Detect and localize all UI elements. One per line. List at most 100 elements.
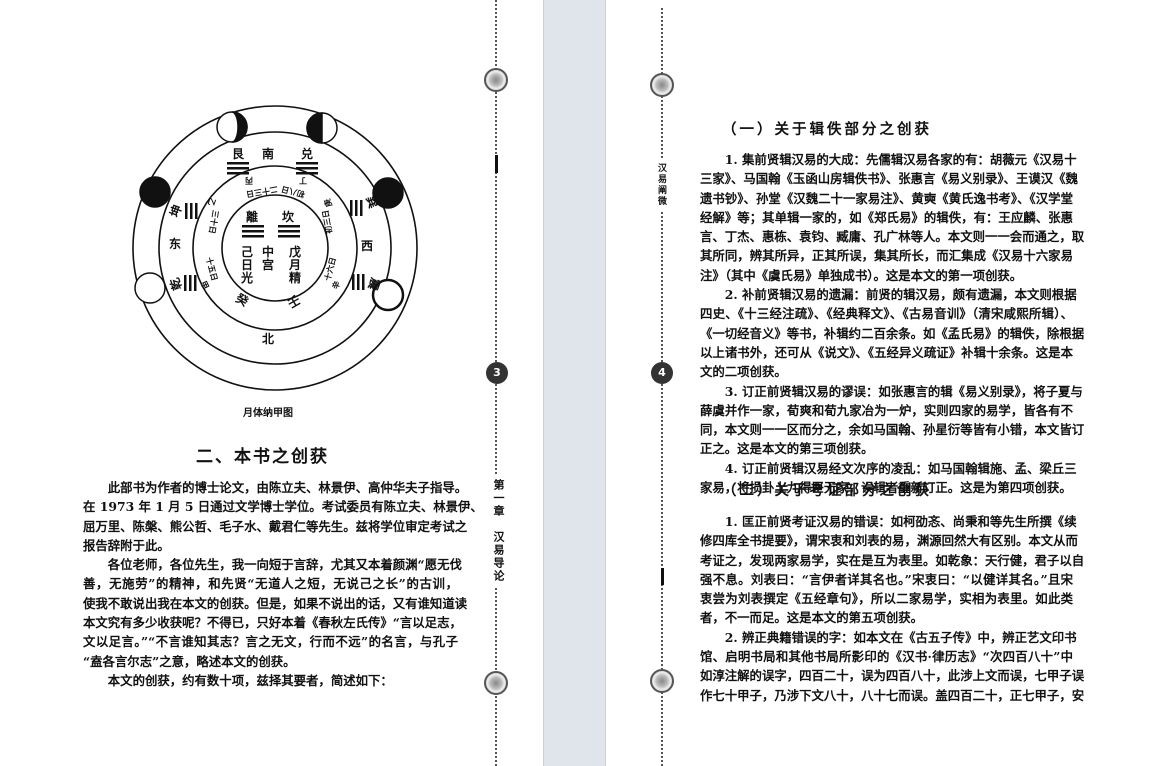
right-page: 汉易阐微 4 （一）关于辑佚部分之创获 1. 集前贤辑汉易的大成：先儒辑汉易各家… [606,0,1149,766]
text-line: 善，无施劳”的精神，和先贤“无道人之短，无说己之长”的古训， [83,576,458,592]
margin-bar [661,568,664,585]
label-ri: 日 [241,258,253,272]
label-xin: 辛 [330,279,342,290]
figure-caption: 月体纳甲图 [243,408,293,419]
section-heading-1: （一）关于辑佚部分之创获 [722,121,932,138]
text-line: 1. 集前贤辑汉易的大成：先儒辑汉易各家的有：胡薇元《汉易十 [724,152,1077,167]
left-page: 南 艮 兑 东 西 北 坤 乾 巽 震 離 坎 己 日 光 中 宫 戊 月 精 … [0,0,543,766]
trigram-symbols [184,162,365,291]
text-line: 此部书为作者的博士论文，由陈立夫、林景伊、高仲华夫子指导。 [107,480,468,495]
section-title: 二、本书之创获 [196,447,329,467]
text-line: 1. 匡正前贤考证汉易的错误：如柯劭忞、尚秉和等先生所撰《续 [724,514,1077,529]
coin-ornament-icon [650,669,674,693]
text-line: 在 1973 年 1 月 5 日通过文学博士学位。考试委员有陈立夫、林景伊、 [83,499,483,515]
label-guang: 光 [240,270,253,285]
label-day30: 三十日 [207,209,221,234]
moon-phase-icon [216,111,248,143]
text-line: 三家》、马国翰《玉函山房辑佚书》、张惠言《易义别录》、王谟汉《魏 [700,171,1078,187]
label-east: 东 [169,236,181,251]
text-line: 本文究有多少收获呢？不得已，只好本着《春秋左氏传》“言以足志， [83,615,462,631]
text-line: 2. 辨正典籍错误的字：如本文在《古五子传》中，辨正艺文印书 [724,629,1077,645]
label-yi: 乙 [206,197,217,208]
second-ring [158,131,392,365]
label-day3: 初三日 [320,209,334,234]
paragraph: 2. 补前贤辑汉易的遗漏：前贤的辑汉易，颇有遗漏，本文则根据四史、《十三经注疏》… [700,285,1085,381]
text-line: 本文的创获，约有数十项，兹择其要者，简述如下： [107,672,393,688]
label-bing: 丙 [245,176,253,185]
text-line: 3. 订正前贤辑汉易的谬误：如张惠言的辑《易义别录》，将子夏与 [724,383,1083,399]
paragraph: 1. 集前贤辑汉易的大成：先儒辑汉易各家的有：胡薇元《汉易十三家》、马国翰《玉函… [700,150,1085,285]
label-north: 北 [262,331,274,346]
text-line: 正之。这是本文的第三项创获。 [700,441,874,457]
label-geng: 庚 [322,198,334,209]
text-line: 《一切经音义》等书，补辑约二百余条。如《孟氏易》的辑佚，除根据 [700,325,1085,341]
text-line: 以上诸书外，还可从《说文》、《五经异义疏证》补辑十余条。这是本 [700,344,1073,360]
label-gui: 癸 [232,290,252,310]
text-line: 言、丁杰、惠栋、袁钧、臧庸、孔广林等人。本文则一一会而通之，取 [700,229,1085,245]
text-line: 馆、启明书局和其他书局所影印的《汉书·律历志》“次四百八十”中 [700,649,1073,665]
text-line: 修四库全书提要》，谓宋衷和刘表的易，渊源回然大有区别。本文从而 [700,533,1078,549]
paragraph: 1. 匡正前贤考证汉易的错误：如柯劭忞、尚秉和等先生所撰《续修四库全书提要》，谓… [700,512,1084,628]
label-dui: 兑 [301,146,313,161]
margin-dotted-rule [661,8,663,766]
text-line: 其所同，辨其所异，正其所误，集其所长，而汇集成《汉易十六家易 [700,248,1073,264]
coin-ornament-icon [650,73,674,97]
label-kun: 坤 [166,203,184,219]
section-2-body: 1. 匡正前贤考证汉易的错误：如柯劭忞、尚秉和等先生所撰《续修四库全书提要》，谓… [700,512,1085,705]
text-line: 使我不敢说出我在本文的创获。但是，如果不说出的话，又有谁知道读 [83,595,468,611]
text-line: 4. 订正前贤辑汉易经文次序的凌乱：如马国翰辑施、孟、梁丘三 [724,460,1077,476]
label-west: 西 [361,239,373,253]
label-wu: 戊 [288,244,301,259]
text-line: 作七十甲子，乃涉下文八十，八十七而误。盖四百二十，正七甲子，安 [700,687,1085,703]
text-line: 屈万里、陈槃、熊公哲、毛子水、戴君仁等先生。兹将学位审定考试之 [83,518,468,534]
moon-phase-icon [371,278,405,312]
margin-bar [495,155,498,173]
text-line: 同，本文则一一区而分之，余如马国翰、孙星衍等皆有小错，本文皆订 [700,422,1085,438]
text-line: 各位老师，各位先生，我一向短于言辞，尤其又本着颜渊“愿无伐 [107,557,462,573]
text-line: 遗书钞》、孙堂《汉魏二十一家易注》、黄奭《黄氏逸书考》、《汉学堂 [700,190,1073,206]
moon-phase-icon [372,177,404,209]
paragraph: 本文的创获，约有数十项，兹择其要者，简述如下： [83,671,458,690]
text-line: 2. 补前贤辑汉易的遗漏：前贤的辑汉易，颇有遗漏，本文则根据 [724,287,1077,303]
section-1-body: 1. 集前贤辑汉易的大成：先儒辑汉易各家的有：胡薇元《汉易十三家》、马国翰《玉函… [700,150,1085,498]
label-day15: 十五日 [204,256,220,282]
label-xun: 巽 [363,194,380,210]
label-kan: 坎 [282,209,294,224]
outer-ring [132,105,418,391]
text-line: 文以足言。”“不言谁知其志？言之无文，行而不远”的名言，与孔子 [83,634,458,650]
paragraph: 4. 订正前贤辑汉易经文次序的凌乱：如马国翰辑施、孟、梁丘三家易，将损卦上九得臣… [700,459,1077,498]
label-li: 離 [246,209,258,224]
third-ring [192,165,358,331]
text-line: 报告辞附于此。 [83,537,170,553]
paragraph: 3. 订正前贤辑汉易的谬误：如张惠言的辑《易义别录》，将子夏与薛虞并作一家，荀爽… [700,382,1085,459]
moon-najia-diagram: 南 艮 兑 东 西 北 坤 乾 巽 震 離 坎 己 日 光 中 宫 戊 月 精 … [132,105,418,391]
coin-ornament-icon [484,671,508,695]
label-jing: 精 [289,270,301,285]
moon-phase-icon [306,112,338,144]
label-ji: 己 [241,245,253,259]
coin-ornament-icon [484,68,508,92]
text-line: 薛虞并作一家，荀爽和荀九家冶为一炉，实则四家的易学，皆各有不 [700,402,1073,418]
label-south: 南 [262,146,274,161]
text-line: 四史、《十三经注疏》、《经典释文》、《古易音训》（清宋咸熙所辑）、 [700,306,1073,322]
moon-phase-icon [139,176,171,208]
label-gong: 宫 [262,257,274,272]
label-ding: 丁 [299,176,307,185]
text-line: 注》（其中《虞氏易》单独成书）。这是本文的第一项创获。 [700,267,1023,283]
text-line: 强不息。刘表曰：“言伊者详其名也。”宋衷曰：“以健详其名。”且宋 [700,571,1073,587]
label-qian: 乾 [166,276,184,292]
label-zhen: 震 [365,276,383,293]
label-jia: 甲 [199,280,211,291]
moon-phase-icon [134,272,166,304]
paragraph: 各位老师，各位先生，我一向短于言辞，尤其又本着颜渊“愿无伐善，无施劳”的精神，和… [83,555,468,671]
page-number: 3 [486,362,508,384]
text-line: 家易，将损卦上九得臣无家，误辑者重新订正。这是为第四项创获。 [700,480,1072,496]
paragraph: 此部书为作者的博士论文，由陈立夫、林景伊、高仲华夫子指导。在 1973 年 1 … [83,478,483,555]
page-gutter [543,0,606,766]
paragraph: 2. 辨正典籍错误的字：如本文在《古五子传》中，辨正艺文印书馆、启明书局和其他书… [700,628,1085,705]
text-line: 衷尝为刘表撰定《五经章句》，所以二家易学，实相为表里。如此类 [700,591,1073,607]
inner-ring [221,194,329,302]
text-line: “盍各言尔志”之意，略述本文的创获。 [83,653,296,669]
running-head: 汉易阐微 [655,160,668,210]
label-zhong: 中 [262,244,274,259]
